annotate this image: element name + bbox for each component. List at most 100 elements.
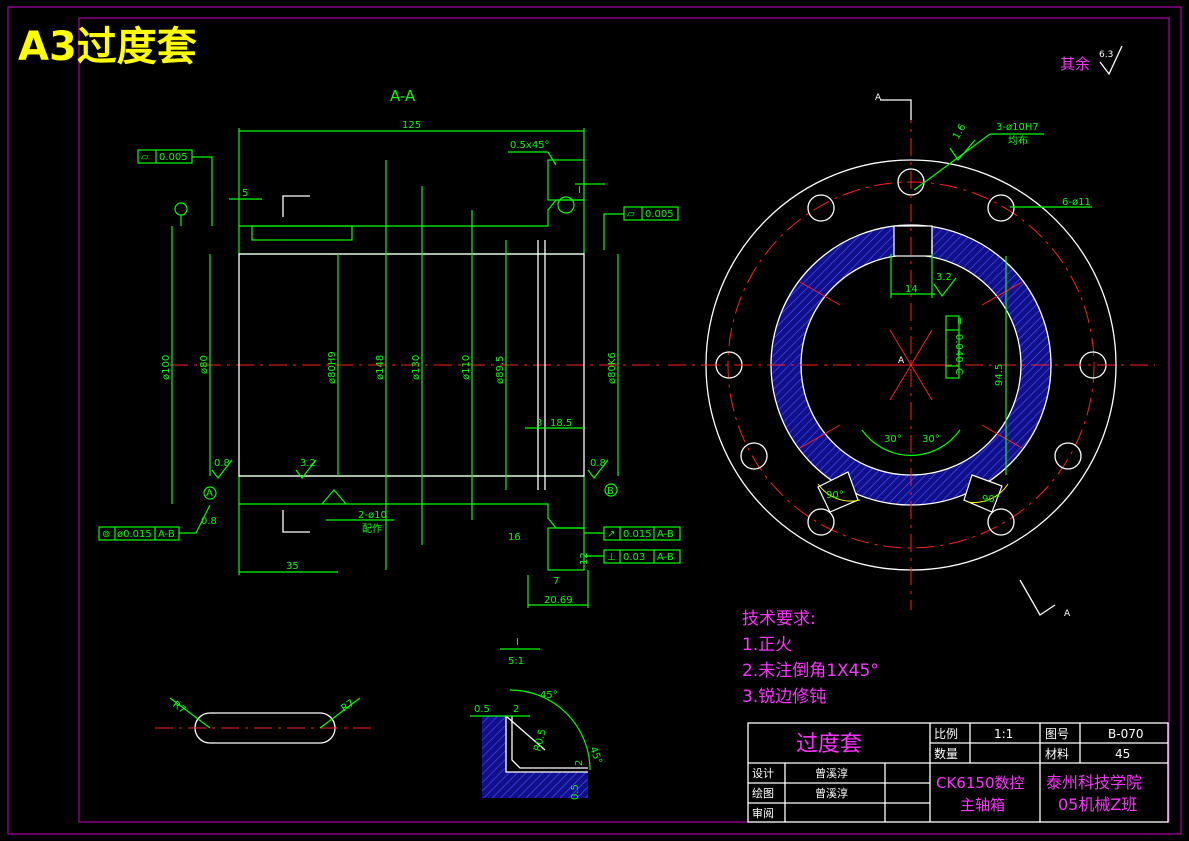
datum-b: B [607, 486, 614, 497]
dim-d80k6: ø80K6 [607, 352, 618, 384]
detail-dim-2b: 2 [574, 760, 585, 766]
top-wall [238, 199, 585, 255]
detail-scale: 5:1 [508, 656, 524, 667]
dim-d89: ø89.5 [495, 356, 506, 384]
tb-label-review: 审阅 [752, 806, 774, 820]
hole-note-2: 均布 [1008, 135, 1028, 147]
cut-a-bottom: A [1064, 609, 1071, 619]
gdt-flat-1: ▱ 0.005 [137, 149, 213, 226]
detail-view: I 5:1 0.5 2 45° R0.5 45° 2 0.5 [470, 637, 604, 800]
dim-2phi10: 2-ø10 [358, 510, 387, 521]
slot-r-left: R7 [170, 699, 187, 716]
tb-value-scale: 1:1 [994, 727, 1013, 741]
svg-text:⊥: ⊥ [607, 552, 616, 563]
ra-08-a: 0.8 [214, 458, 230, 469]
svg-text:A-B: A-B [158, 529, 175, 540]
tb-value-drawing-no: B-070 [1108, 727, 1143, 741]
tb-school-2: 05机械Z班 [1058, 795, 1137, 814]
tb-label-drawing-no: 图号 [1045, 727, 1069, 741]
datum-a: A [206, 488, 213, 499]
dim-5: 5 [242, 188, 248, 199]
svg-text:0.03: 0.03 [623, 552, 645, 563]
svg-text:0.005: 0.005 [645, 209, 674, 220]
bore-outline [238, 253, 585, 477]
dim-d148: ø148 [375, 355, 386, 380]
dim-d80: ø80 [199, 355, 210, 374]
dim-16: 16 [508, 532, 521, 543]
pin-hole-bottom [321, 489, 347, 505]
section-view: A-A 125 0.5x45° [98, 87, 681, 608]
svg-text:A-B: A-B [657, 529, 674, 540]
detail-circle [557, 196, 575, 214]
svg-text:A-B: A-B [657, 552, 674, 563]
detail-dim-05-b: 0.5 [570, 784, 581, 800]
flange-top-block [547, 159, 585, 201]
dim-2phi10-note: 配作 [362, 523, 382, 535]
ra-08-b: 0.8 [590, 458, 606, 469]
tb-product-1: CK6150数控 [936, 774, 1024, 792]
angle-c: 90° [826, 490, 844, 501]
dim-94-5: 94.5 [994, 364, 1005, 386]
dim-d100: ø100 [161, 355, 172, 380]
detail-dim-45-a: 45° [540, 690, 558, 701]
detail-scale-mark: I [516, 637, 519, 648]
section-label: A-A [390, 87, 416, 105]
dim-3: 3 [536, 418, 542, 429]
svg-text:0.040: 0.040 [953, 334, 964, 363]
gdt-flat-2: ▱ 0.005 [603, 206, 679, 250]
roughness-symbol [1099, 45, 1123, 76]
slot-view: R7 R7 [155, 697, 375, 744]
tb-part-name: 过度套 [796, 732, 862, 757]
detail-dim-2: 2 [513, 704, 519, 715]
ra-16: 1.6 [951, 122, 968, 141]
dim-20-69: 20.69 [544, 595, 573, 606]
tb-label-scale: 比例 [934, 727, 958, 741]
svg-text:▱: ▱ [141, 152, 149, 163]
pin-hole-top [251, 225, 353, 241]
keyway [893, 225, 933, 257]
dim-18-5: 18.5 [550, 418, 572, 429]
svg-text:▱: ▱ [627, 209, 635, 220]
tb-value-draw: 曾溪淳 [815, 786, 848, 800]
gdt-perpendicular: ⊥ 0.03 A-B [584, 549, 681, 564]
dim-d130: ø130 [411, 355, 422, 380]
tech-item-2: 2.未注倒角1X45° [742, 661, 879, 681]
tech-heading: 技术要求: [742, 609, 816, 629]
svg-text:↗: ↗ [607, 529, 615, 540]
svg-text:⊚: ⊚ [102, 529, 110, 540]
dim-7: 7 [553, 576, 559, 587]
svg-text:C: C [953, 368, 964, 375]
svg-text:ø0.015: ø0.015 [117, 529, 152, 540]
tb-value-design: 曾溪淳 [815, 766, 848, 780]
svg-text:═: ═ [953, 317, 964, 325]
dim-chamfer: 0.5x45° [510, 140, 550, 151]
dim-35: 35 [286, 561, 299, 572]
ra-32: 3.2 [300, 458, 316, 469]
angle-d: 90° [982, 494, 1000, 505]
ra-32-end: 3.2 [936, 272, 952, 283]
tech-requirements: 技术要求: 1.正火 2.未注倒角1X45° 3.锐边修钝 [742, 609, 879, 707]
dim-length: 125 [402, 120, 421, 131]
tech-item-1: 1.正火 [742, 635, 792, 655]
cut-a-top: A [875, 93, 882, 103]
gdt-position: ⊚ ø0.015 A-B [98, 504, 211, 541]
gdt-end-flat: 0.040 C ═ [945, 315, 964, 379]
surface-note: 其余 [1060, 55, 1090, 73]
sheet-title: A3过度套 [18, 24, 197, 70]
surface-note-value: 6.3 [1099, 50, 1113, 60]
svg-text:0.005: 0.005 [159, 152, 188, 163]
angle-a: 30° [884, 434, 902, 445]
tb-label-qty: 数量 [934, 746, 958, 761]
detail-dim-05-a: 0.5 [474, 704, 490, 715]
ra-08-c: 0.8 [201, 516, 217, 527]
dim-d80h9: ø80H9 [327, 351, 338, 384]
tech-item-3: 3.锐边修钝 [742, 687, 826, 707]
detail-hatch [482, 716, 588, 798]
flange-bottom-block [547, 527, 585, 571]
inner-frame [78, 17, 1170, 823]
tb-value-material: 45 [1115, 747, 1130, 761]
dim-12: 12 [579, 552, 590, 565]
dim-d110: ø110 [461, 355, 472, 380]
title-block: 过度套 比例 1:1 图号 B-070 数量 材料 45 设计 曾溪淳 绘图 曾… [747, 722, 1169, 823]
